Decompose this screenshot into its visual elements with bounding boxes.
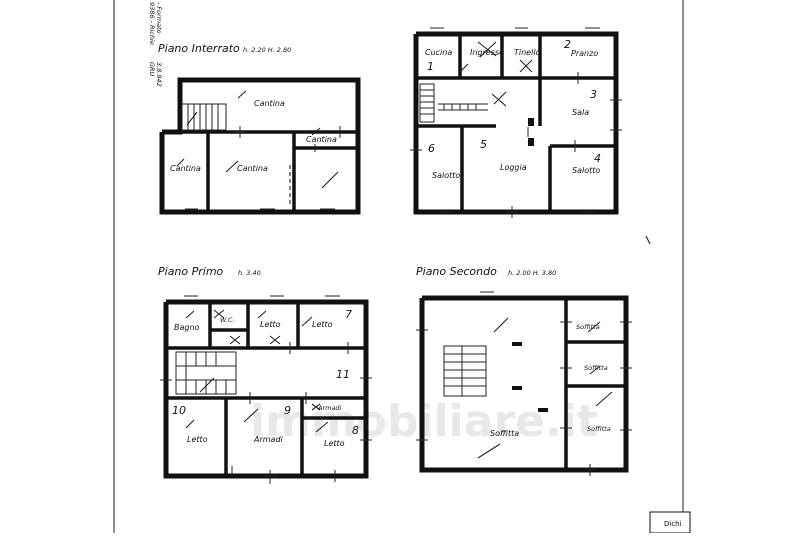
corner-stamp: Dichi: [649, 511, 691, 534]
room-number: 5: [480, 138, 487, 151]
plan-interrato: Piano Interrato h. 2.20 H. 2.80: [158, 42, 361, 215]
room-number: 4: [594, 152, 601, 165]
room-label: Cantina: [254, 99, 285, 108]
plan-heights-secondo: h. 2.00 H. 3.80: [508, 269, 556, 277]
room-label: Ingresso: [470, 48, 504, 57]
room-label: Loggia: [500, 163, 527, 172]
room-number: 1: [427, 60, 434, 73]
room-label: Pranzo: [571, 49, 598, 58]
room-label: Cantina: [170, 164, 201, 173]
svg-text:3.8.942: 3.8.942: [155, 62, 163, 87]
plan-heights-primo: h. 3.40: [238, 269, 261, 277]
room-label: W.C.: [220, 316, 235, 324]
plan-title-interrato: Piano Interrato: [158, 42, 240, 55]
plan-heights-interrato: h. 2.20 H. 2.80: [243, 46, 291, 54]
room-number: 11: [336, 368, 350, 381]
plan-secondo: Piano Secondo h. 2.00 H. 3.80: [416, 265, 632, 476]
room-label: Sala: [572, 108, 589, 117]
room-number: 3: [590, 88, 597, 101]
room-number: 2: [564, 38, 571, 51]
svg-text:- Formato: - Formato: [155, 2, 163, 34]
room-label: Cantina: [237, 164, 268, 173]
room-label: Soffitta: [490, 429, 519, 438]
room-label: Armadi: [253, 435, 284, 444]
room-label: Bagno: [174, 323, 200, 332]
room-number: 6: [428, 142, 435, 155]
plan-title-secondo: Piano Secondo: [416, 265, 497, 278]
room-label: Soffitta: [584, 364, 608, 372]
plan-terra: Cucina Ingresso Tinello Pranzo Sala Salo…: [410, 27, 651, 245]
margin-text: 9386 - Richie - Formato GRU 3.8.942: [148, 2, 163, 87]
room-label: Salotto: [572, 166, 600, 175]
svg-text:Dichi: Dichi: [664, 520, 682, 528]
svg-text:9386 - Richie: 9386 - Richie: [148, 2, 156, 45]
plan-title-primo: Piano Primo: [158, 265, 224, 278]
room-label: Cantina: [306, 135, 337, 144]
room-label: Cucina: [425, 48, 452, 57]
room-number: 7: [345, 308, 352, 321]
room-number: 10: [172, 404, 186, 417]
room-label: Soffitta: [576, 323, 600, 331]
plan-primo: Piano Primo h. 3.40: [158, 265, 372, 484]
room-number: 9: [284, 404, 291, 417]
room-label: Letto: [260, 320, 281, 329]
room-label: Salotto: [432, 171, 460, 180]
room-label: Letto: [324, 439, 345, 448]
room-label: Soffitta: [587, 425, 611, 433]
room-label: Letto: [187, 435, 208, 444]
room-number: 8: [352, 424, 359, 437]
room-label: Tinello: [514, 48, 541, 57]
room-label: Letto: [312, 320, 333, 329]
room-label: Armadi: [317, 404, 342, 412]
svg-text:GRU: GRU: [148, 62, 156, 77]
